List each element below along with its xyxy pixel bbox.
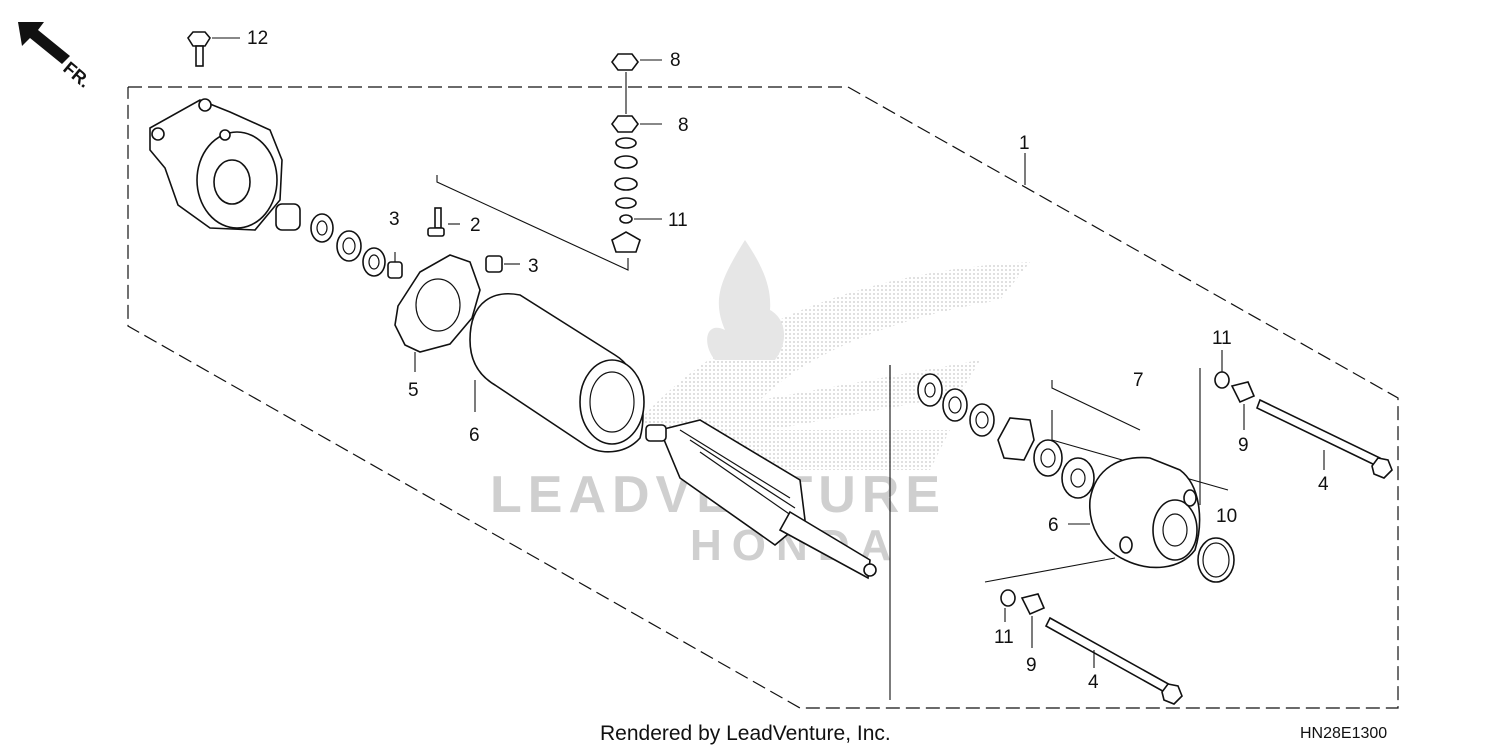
brush-holder bbox=[394, 254, 481, 372]
callout-6-cover: 6 bbox=[1048, 515, 1059, 536]
callout-12: 12 bbox=[247, 28, 268, 49]
flame-watermark bbox=[707, 240, 785, 360]
brush-left bbox=[387, 252, 403, 279]
callout-11-lower: 11 bbox=[994, 627, 1014, 648]
brush-right bbox=[485, 255, 520, 273]
footer-rendered-by: Rendered by LeadVenture, Inc. bbox=[600, 722, 891, 745]
yoke bbox=[469, 293, 645, 453]
front-washers bbox=[889, 365, 1095, 499]
assembly-outline bbox=[127, 86, 1399, 709]
bolt-12 bbox=[187, 31, 240, 67]
lower-through-bolt-group bbox=[984, 557, 1183, 705]
o-ring bbox=[1197, 537, 1235, 583]
callout-4-upper: 4 bbox=[1318, 474, 1329, 495]
group-bracket-7 bbox=[1051, 380, 1141, 431]
callout-11-upper: 11 bbox=[1212, 328, 1232, 349]
front-cover bbox=[1068, 456, 1201, 569]
callout-7: 7 bbox=[1133, 370, 1144, 391]
callout-2: 2 bbox=[470, 215, 481, 236]
front-direction-indicator: FR. bbox=[18, 22, 94, 92]
callout-3-left: 3 bbox=[389, 209, 400, 230]
callout-3-right: 3 bbox=[528, 256, 539, 277]
group-bracket-brush bbox=[436, 175, 629, 271]
screw-2 bbox=[427, 207, 460, 237]
callout-11-stack: 11 bbox=[668, 210, 688, 231]
callout-9-upper: 9 bbox=[1238, 435, 1249, 456]
callout-1: 1 bbox=[1019, 133, 1030, 154]
front-label: FR. bbox=[59, 58, 94, 92]
honda-wing-watermark bbox=[640, 262, 1030, 470]
callout-6-yoke: 6 bbox=[469, 425, 480, 446]
callout-9-lower: 9 bbox=[1026, 655, 1037, 676]
armature bbox=[645, 419, 877, 580]
callout-8-top: 8 bbox=[670, 50, 681, 71]
callout-10: 10 bbox=[1216, 506, 1237, 527]
front-arrow-icon bbox=[18, 22, 70, 64]
rear-cover bbox=[149, 98, 283, 231]
callout-5: 5 bbox=[408, 380, 419, 401]
callout-4-lower: 4 bbox=[1088, 672, 1099, 693]
callout-8-mid: 8 bbox=[678, 115, 689, 136]
terminal-hardware-stack bbox=[611, 53, 662, 253]
footer-diagram-code: HN28E1300 bbox=[1300, 725, 1387, 742]
left-spacers bbox=[275, 203, 386, 277]
upper-through-bolt-group bbox=[1214, 350, 1393, 479]
